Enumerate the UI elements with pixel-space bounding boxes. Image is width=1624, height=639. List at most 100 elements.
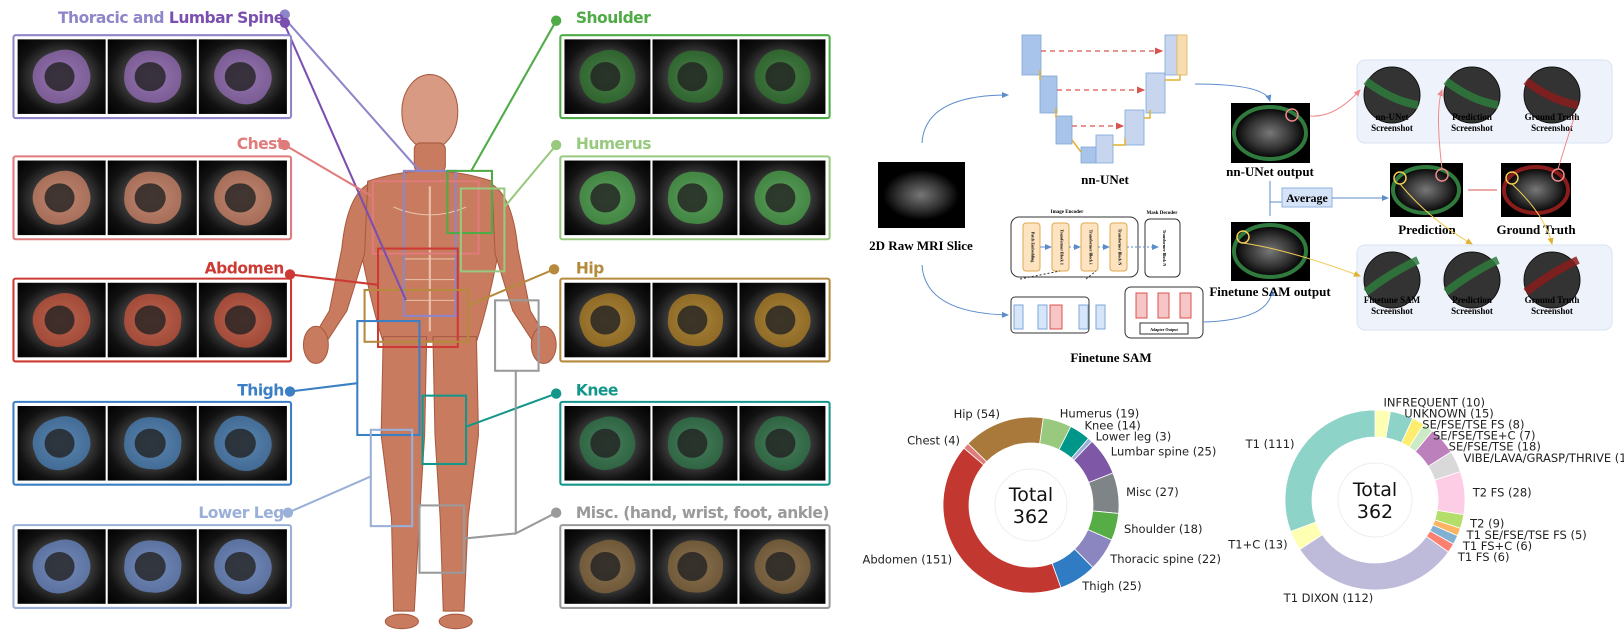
mri-image-tile (198, 405, 287, 481)
screenshot-caption: Screenshot (1451, 123, 1493, 133)
encoder-block-label: Transformer Block 1 (1060, 229, 1065, 265)
donut-slice-label: T1 FS (6) (1457, 550, 1510, 564)
mri-image-tile (198, 39, 287, 114)
donut-slice-label: SE/FSE/TSE+C (7) (1433, 428, 1536, 442)
donut-center-text: Total (1008, 484, 1053, 506)
donut-slice-label: Hip (54) (954, 407, 1000, 421)
region-title-text: Lower Leg (198, 503, 284, 522)
donut-center-text: 362 (1013, 506, 1049, 528)
donut-slice-label: Abdomen (151) (862, 553, 952, 567)
donut-center-text: Total (1352, 479, 1397, 501)
screenshot-caption: Screenshot (1451, 306, 1493, 316)
screenshot-caption: Screenshot (1371, 306, 1413, 316)
box-spine (402, 169, 457, 317)
region-title: Knee (575, 381, 619, 400)
screenshot-caption: Finetune SAM (1364, 295, 1421, 305)
mri-image-tile (17, 39, 106, 114)
region-title-text: Thigh (237, 381, 284, 400)
mri-image-tile (652, 282, 738, 358)
mri-image-tile (652, 529, 738, 604)
region-title-text: Shoulder (575, 8, 651, 27)
region-title: Shoulder (575, 8, 651, 27)
region-image-panel (12, 277, 293, 363)
arrow-unet-to-output (1194, 83, 1272, 102)
region-title-text: Abdomen (204, 258, 285, 278)
mri-image-tile (17, 529, 106, 604)
mri-image-tile (564, 282, 651, 358)
region-title: Thigh (237, 381, 284, 400)
region-image-panel (559, 34, 831, 120)
region-title: Misc. (hand, wrist, foot, ankle) (576, 503, 830, 522)
arrow-sam-to-output (1202, 289, 1275, 323)
mri-image-tile (198, 282, 287, 358)
mri-image-tile (564, 39, 651, 114)
sam-output-label: Finetune SAM output (1209, 284, 1331, 299)
region-image-panel (12, 400, 293, 486)
donut-slice-label: T2 (9) (1469, 517, 1504, 531)
region-image-panel (559, 155, 831, 241)
donut-slice (942, 447, 1062, 594)
donut-slice (1299, 534, 1450, 591)
region-title: Hip (576, 259, 604, 278)
box-shoulder (446, 169, 493, 235)
region-image-panel (12, 34, 293, 120)
screenshot-caption: Screenshot (1531, 306, 1573, 316)
region-title: Humerus (576, 135, 652, 154)
unet-output-label: nn-UNet output (1226, 164, 1314, 179)
sam-output-image (1231, 222, 1310, 281)
donut-slice-label: T1+C (13) (1227, 537, 1287, 551)
encoder-block-label: Patch Embedding (1031, 232, 1036, 263)
sam-label: Finetune SAM (1070, 350, 1151, 365)
mri-image-tile (652, 405, 738, 481)
mri-image-tile (108, 405, 197, 481)
region-image-panel (559, 524, 831, 609)
donut-slice-label: T1 (111) (1245, 437, 1295, 451)
mri-image-tile (108, 160, 197, 236)
donut-slice-label: Thigh (25) (1081, 579, 1141, 593)
donut-slice-label: T1 SE/FSE/TSE FS (5) (1466, 528, 1587, 542)
donut-slice-label: Misc (27) (1126, 485, 1179, 499)
region-title: Lower Leg (198, 503, 284, 522)
unet-output-image (1231, 103, 1310, 163)
mri-image-tile (17, 282, 106, 358)
donut-slice (1284, 409, 1376, 532)
mri-image-tile (739, 160, 826, 236)
screenshot-caption: Ground Truth (1525, 112, 1580, 122)
anatomy-figure (279, 9, 562, 630)
screenshot-caption: Ground Truth (1525, 295, 1580, 305)
donut-slice-label: SE/FSE/TSE FS (8) (1422, 417, 1524, 431)
mri-image-tile (739, 282, 826, 358)
donut-slice-label: VIBE/LAVA/GRASP/THRIVE (14) (1464, 451, 1624, 465)
box-lower-leg (369, 428, 414, 528)
donut-slice (967, 416, 1044, 463)
region-boxes (356, 169, 540, 574)
ground-truth-image (1501, 163, 1571, 217)
mri-image-tile (198, 160, 287, 236)
mask-decoder-box (1144, 218, 1181, 278)
region-title: Chest (236, 134, 285, 154)
screenshot-caption: Screenshot (1371, 123, 1413, 133)
encoder-block-label: Transformer Block i (1089, 230, 1094, 266)
donut-slice-label: T1 FS+C (6) (1462, 539, 1532, 553)
arrow-to-sam (921, 264, 1009, 318)
mri-image-tile (739, 39, 826, 114)
donut-slice-label: T2 FS (28) (1472, 485, 1532, 499)
mri-image-tile (198, 529, 287, 604)
ground-truth-label: Ground Truth (1496, 222, 1576, 237)
box-humerus (459, 187, 506, 273)
raw-slice-label: 2D Raw MRI Slice (869, 238, 973, 253)
prediction-label: Prediction (1398, 222, 1456, 237)
screenshot-caption: Screenshot (1531, 123, 1573, 133)
screenshot-caption: Prediction (1452, 295, 1492, 305)
region-title-text: Chest (236, 134, 285, 154)
region-image-panel (12, 524, 293, 609)
mri-image-tile (108, 529, 197, 604)
region-title-text: Knee (575, 381, 619, 400)
mri-image-tile (652, 39, 738, 114)
unet-diagram (1021, 34, 1188, 164)
region-title-text: Hip (575, 258, 604, 278)
donut-slice-label: Lumbar spine (25) (1111, 445, 1217, 459)
mri-image-tile (564, 529, 651, 604)
